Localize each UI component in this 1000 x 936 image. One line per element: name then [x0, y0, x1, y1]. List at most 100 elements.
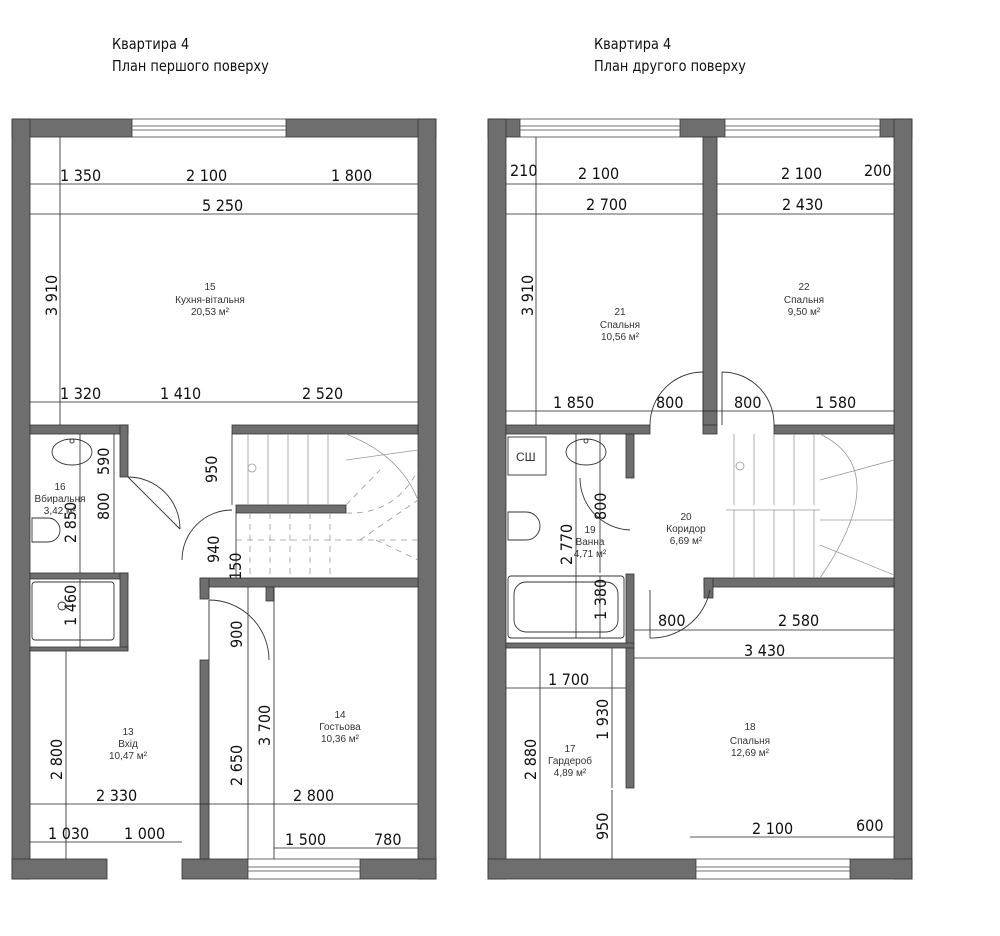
door-swing [649, 371, 704, 426]
room-name: Спальня [784, 295, 824, 306]
dim-label: 210 [510, 161, 537, 180]
dim-label: 900 [227, 621, 246, 648]
wall [199, 659, 210, 860]
floor1-dim-lines [30, 137, 418, 859]
dim-label: 3 700 [255, 705, 274, 746]
room-21: 21 Спальня 10,56 м² [600, 307, 640, 343]
door-swing [579, 477, 631, 531]
wall [487, 118, 507, 880]
room-14: 14 Гостьова 10,36 м² [319, 710, 361, 745]
dim-label: 940 [204, 536, 223, 563]
plan1-title: Квартира 4 План першого поверху [112, 33, 269, 77]
room-name: Спальня [600, 320, 640, 331]
dim-label: 2 580 [778, 611, 819, 630]
wall [29, 424, 129, 435]
wall [893, 118, 913, 880]
wall [359, 858, 437, 880]
floor2-walls [487, 118, 913, 880]
room-area: 20,53 м² [191, 307, 230, 318]
dim-label: 2 100 [781, 164, 822, 183]
window [519, 118, 681, 138]
floor2-stairs [726, 433, 895, 579]
dim-label: 800 [591, 493, 610, 520]
wall [703, 577, 714, 599]
dim-label: 950 [202, 456, 221, 483]
room-name: Коридор [666, 524, 706, 535]
dim-label: 2 850 [61, 502, 80, 543]
room-name: Спальня [730, 736, 770, 747]
dim-label: 2 100 [186, 166, 227, 185]
room-number: 19 [584, 525, 596, 536]
room-area: 12,69 м² [731, 748, 770, 759]
dim-label: 1 580 [815, 393, 856, 412]
dim-label: 2 880 [521, 739, 540, 780]
dim-label: 1 030 [48, 824, 89, 843]
plan1-title-line2: План першого поверху [112, 57, 269, 75]
room-name: Гостьова [319, 722, 361, 733]
room-18: 18 Спальня 12,69 м² [730, 722, 770, 759]
room-name: Гардероб [548, 755, 592, 767]
door-swing [208, 599, 270, 661]
room-number: 13 [122, 727, 134, 738]
room-number: 17 [564, 744, 576, 755]
wall [29, 646, 129, 652]
wall [702, 136, 718, 426]
dim-label: 1 850 [553, 393, 594, 412]
dim-label: 2 800 [293, 786, 334, 805]
room-13: 13 Вхід 10,47 м² [109, 727, 148, 762]
wall [11, 118, 31, 880]
floor1-fixtures [31, 438, 115, 641]
dim-label: 800 [734, 393, 761, 412]
room-name: Ванна [576, 537, 605, 548]
wall [285, 118, 437, 138]
wall [199, 577, 210, 600]
wall [625, 573, 635, 645]
window [695, 858, 851, 880]
room-area: 10,36 м² [321, 734, 360, 745]
dim-label: 2 330 [96, 786, 137, 805]
floor2-plan: 210 2 100 2 100 200 2 700 2 430 3 910 1 … [487, 118, 913, 880]
door-swing [649, 589, 711, 639]
plan2-title: Квартира 4 План другого поверху [594, 33, 746, 77]
room-area: 6,69 м² [670, 536, 703, 547]
wall [505, 424, 651, 435]
window [131, 118, 287, 138]
room-15: 15 Кухня-вітальня 20,53 м² [175, 282, 245, 318]
room-area: 10,56 м² [601, 332, 640, 343]
dim-label: 590 [94, 448, 113, 475]
floor1-windows [131, 118, 361, 880]
room-name: Кухня-вітальня [175, 295, 245, 306]
dim-label: 5 250 [202, 196, 243, 215]
room-number: 15 [204, 282, 216, 293]
room-16: 16 Вбиральня 3,42 м² [34, 482, 85, 517]
room-area: 3,42 м² [44, 506, 77, 517]
wall [625, 433, 635, 479]
dim-label: 1 700 [548, 670, 589, 689]
wall [849, 858, 913, 880]
window [724, 118, 881, 138]
room-number: 20 [680, 512, 692, 523]
wall [773, 424, 895, 435]
dim-label: 2 700 [586, 195, 627, 214]
dim-label: 950 [593, 813, 612, 840]
room-number: 14 [334, 710, 346, 721]
wall [625, 647, 635, 789]
wall [265, 586, 275, 602]
room-number: 21 [614, 307, 626, 318]
floor2-fixtures [507, 436, 625, 639]
dim-label: 1 350 [60, 166, 101, 185]
wall [487, 858, 697, 880]
room-22: 22 Спальня 9,50 м² [784, 282, 824, 318]
room-name: Вхід [118, 739, 138, 750]
wall [679, 118, 726, 138]
dim-label: 150 [226, 553, 245, 580]
floor2-dim-lines [506, 137, 894, 859]
wall [119, 424, 129, 478]
wall [417, 118, 437, 880]
wall [29, 572, 129, 580]
dim-label: 800 [94, 493, 113, 520]
floor1-stairs [236, 433, 419, 578]
dim-label: 3 910 [42, 275, 61, 316]
wall [119, 572, 129, 651]
dim-label: 2 520 [302, 384, 343, 403]
